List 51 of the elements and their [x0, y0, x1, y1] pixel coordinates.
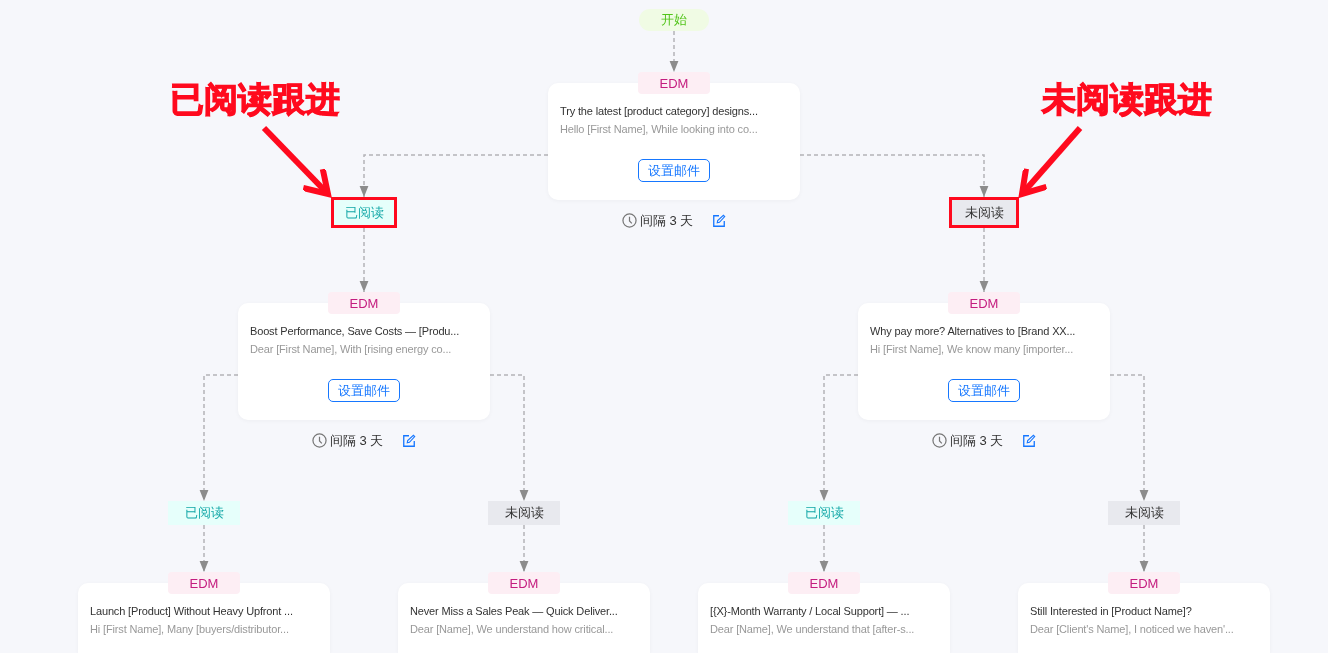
status-tag: 未阅读 — [488, 501, 560, 525]
interval-text: 间隔 3 天 — [330, 432, 384, 450]
annotation-heading: 未阅读跟进 — [1030, 78, 1224, 122]
connector-arrow — [199, 524, 209, 573]
email-subject: Boost Performance, Save Costs — [Produ... — [250, 325, 461, 339]
channel-tag: EDM — [168, 572, 240, 594]
email-subject: [{X}-Month Warranty / Local Support] — ... — [710, 605, 911, 619]
connector-arrow — [1109, 374, 1149, 502]
connector-arrow — [199, 374, 239, 502]
channel-tag: EDM — [948, 292, 1020, 314]
email-preview: Hi [First Name], We know many [importer... — [870, 343, 1075, 357]
connector-arrow — [519, 524, 529, 573]
email-preview: Dear [Client's Name], I noticed we haven'... — [1030, 623, 1235, 637]
email-preview: Hello [First Name], While looking into co... — [560, 123, 759, 137]
email-subject: Why pay more? Alternatives to [Brand XX... — [870, 325, 1077, 339]
email-preview: Dear [Name], We understand that [after-s... — [710, 623, 916, 637]
start-pill: 开始 — [639, 9, 709, 31]
highlighted-status-tag: 已阅读 — [331, 197, 397, 228]
channel-tag: EDM — [788, 572, 860, 594]
highlighted-status-tag: 未阅读 — [949, 197, 1019, 228]
connector-arrow — [979, 227, 989, 293]
status-tag: 已阅读 — [168, 501, 240, 525]
channel-tag: EDM — [328, 292, 400, 314]
email-preview: Dear [Name], We understand how critical... — [410, 623, 615, 637]
connector-arrow — [669, 30, 679, 73]
annotation-arrow — [261, 125, 331, 197]
connector-arrow — [819, 374, 859, 502]
connector-arrow — [1139, 524, 1149, 573]
email-subject: Still Interested in [Product Name]? — [1030, 605, 1193, 619]
email-preview: Dear [First Name], With [rising energy co... — [250, 343, 453, 357]
connector-arrow — [489, 374, 529, 502]
email-subject: Launch [Product] Without Heavy Upfront ... — [90, 605, 294, 619]
annotation-arrow — [1019, 126, 1083, 197]
interval-text: 间隔 3 天 — [640, 212, 694, 230]
channel-tag: EDM — [638, 72, 710, 94]
status-tag: 已阅读 — [788, 501, 860, 525]
setup-email-button: 设置邮件 — [328, 379, 400, 402]
email-preview: Hi [First Name], Many [buyers/distributor... — [90, 623, 290, 637]
connector-arrow — [799, 154, 989, 198]
connector-arrow — [359, 154, 549, 198]
channel-tag: EDM — [488, 572, 560, 594]
status-tag: 未阅读 — [1108, 501, 1180, 525]
connector-arrow — [819, 524, 829, 573]
setup-email-button: 设置邮件 — [948, 379, 1020, 402]
interval-text: 间隔 3 天 — [950, 432, 1004, 450]
connector-arrow — [359, 227, 369, 293]
annotation-heading: 已阅读跟进 — [158, 78, 352, 122]
channel-tag: EDM — [1108, 572, 1180, 594]
email-subject: Try the latest [product category] designs... — [560, 105, 759, 119]
setup-email-button: 设置邮件 — [638, 159, 710, 182]
email-subject: Never Miss a Sales Peak — Quick Deliver... — [410, 605, 619, 619]
